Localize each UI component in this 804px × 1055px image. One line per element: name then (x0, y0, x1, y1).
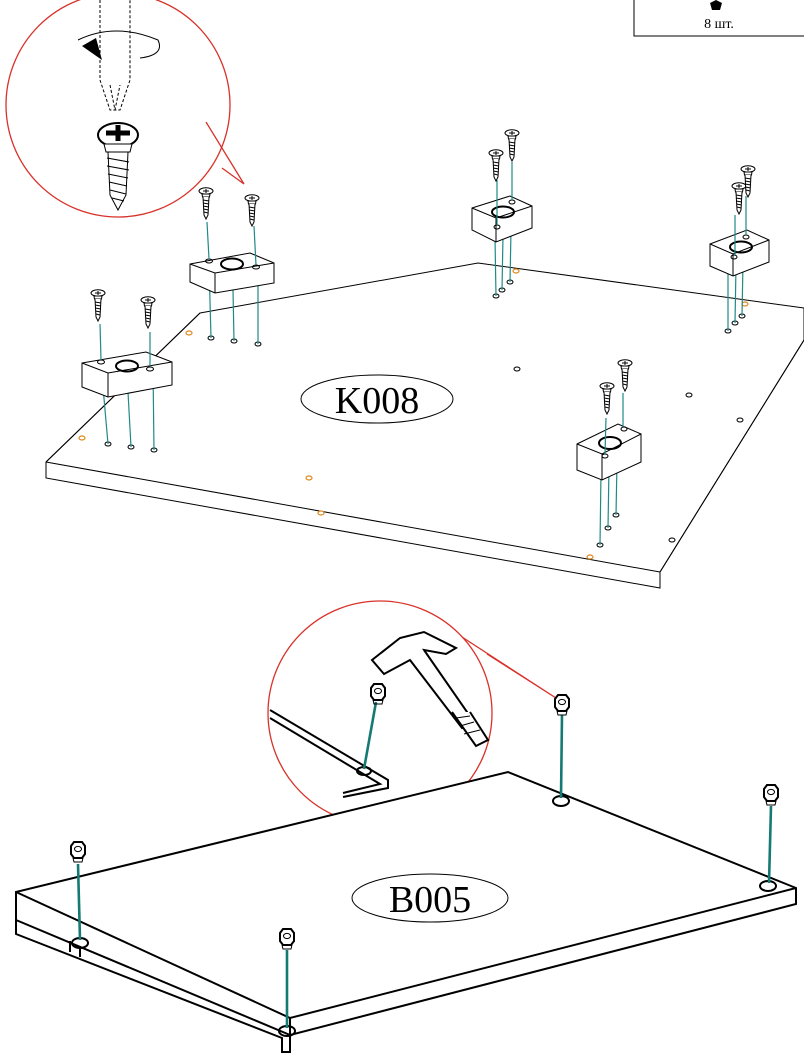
rotation-arrow-icon (77, 30, 160, 60)
hammer-icon (370, 630, 490, 748)
panel-b005-label: B005 (351, 873, 509, 923)
mounting-block (471, 129, 533, 297)
svg-text:B005: B005 (389, 879, 471, 921)
cam-nut-icon (710, 0, 722, 10)
screw-icon (97, 122, 139, 212)
mounting-block (189, 187, 275, 344)
mounting-block (576, 359, 642, 546)
mounting-block (81, 289, 173, 451)
svg-text:K008: K008 (335, 380, 419, 422)
panel-k008: K008 (45, 262, 804, 589)
screwdriver-icon (99, 0, 131, 111)
quantity-box: 8 шт. (633, 0, 804, 37)
mounting-block (709, 165, 770, 331)
panel-k008-label: K008 (300, 374, 454, 424)
hole-markers (78, 268, 749, 560)
quantity-text: 8 шт. (704, 17, 734, 32)
panel-b005: B005 (15, 694, 797, 1053)
screw-detail-callout (5, 0, 245, 218)
